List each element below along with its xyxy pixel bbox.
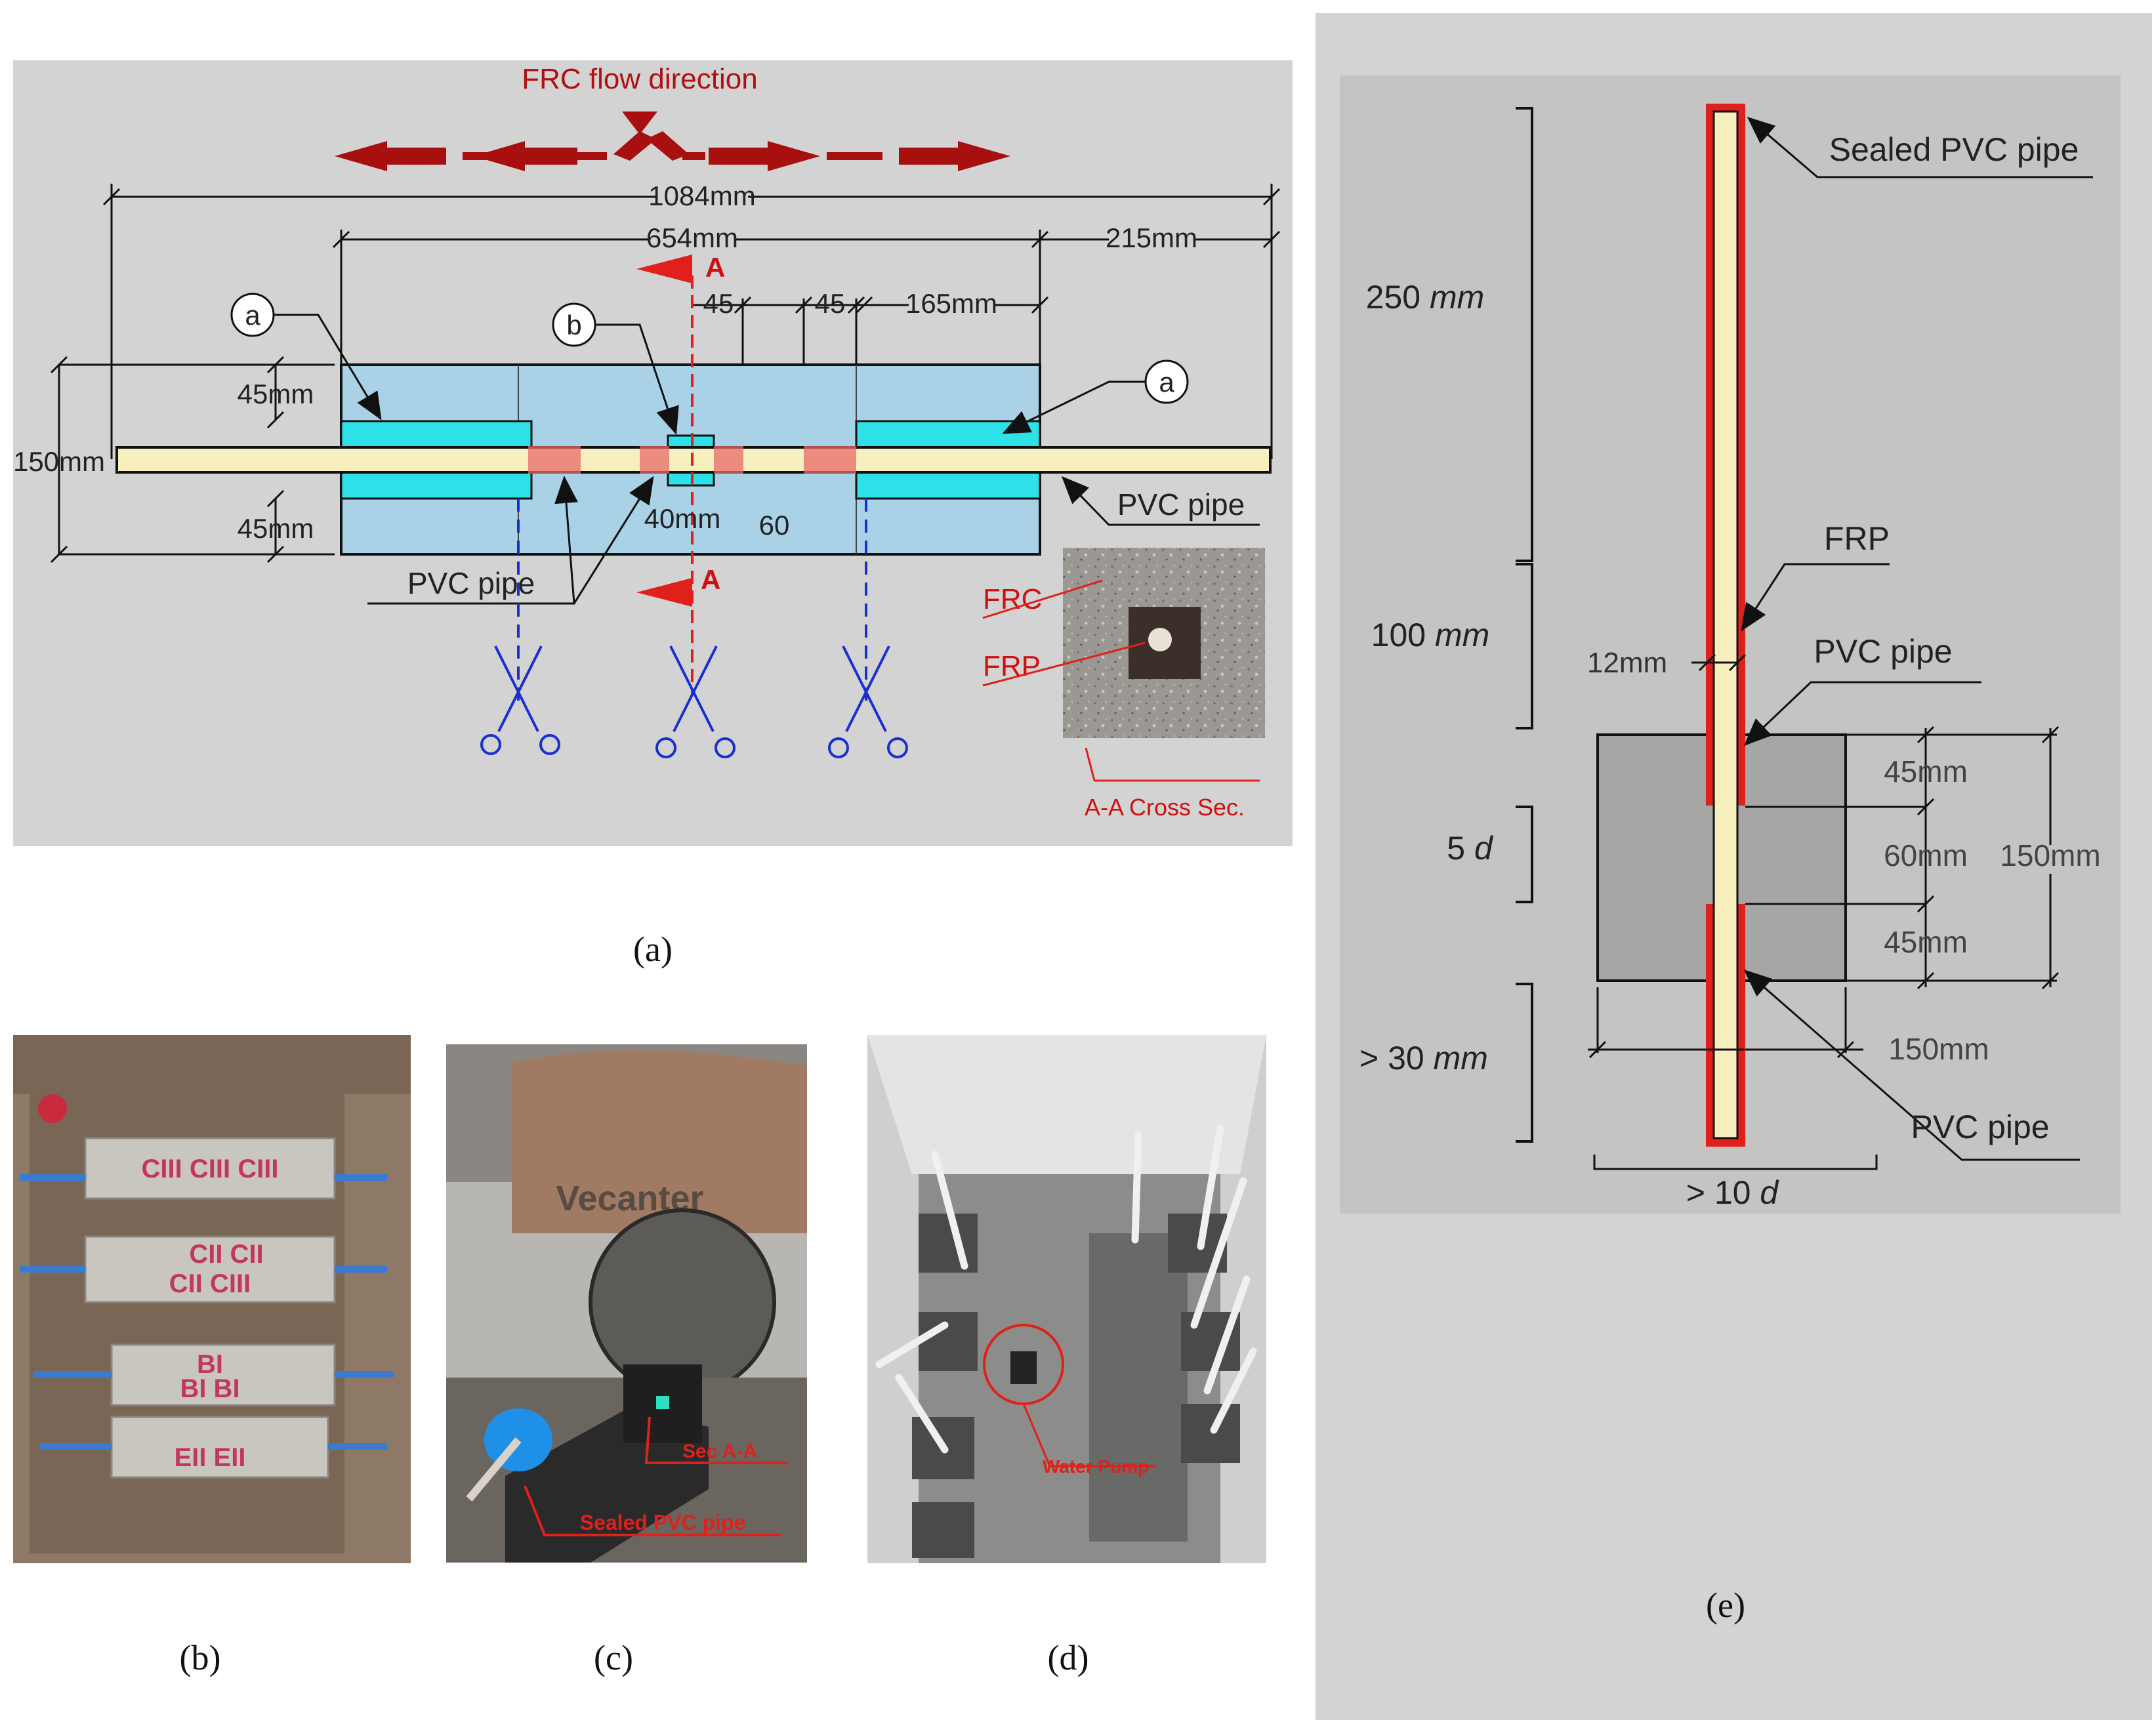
scissors-icon-right [828,645,908,758]
panel-b-photo: CIII CIII CIII CII CII CII CIII BI BI BI… [13,1035,411,1563]
inset-frc-label: FRC [983,583,1042,615]
dim-100: 100 mm [1371,617,1490,653]
panel-b-mark-1: CIII CIII CIII [142,1155,279,1183]
flow-direction-label: FRC flow direction [522,63,757,95]
panel-d-pump-label: Water Pump [1043,1456,1149,1477]
callout-a-right: a [1159,367,1174,398]
dim-45-left-top: 45mm [238,379,314,409]
callout-b: b [566,310,581,340]
panel-a: FRC flow direction [13,60,1293,846]
section-arrow-bottom [636,578,692,607]
caption-a: (a) [633,930,673,969]
section-mark-top: A [705,252,725,283]
pvc-bottom-label: PVC pipe [1911,1109,2049,1145]
dim-45-left-bottom: 45mm [238,513,314,544]
panel-e-brackets [1516,107,1878,1170]
pvc-top-label: PVC pipe [1814,633,1952,670]
dim-12: 12mm [1587,647,1667,679]
callout-a-left: a [245,300,260,331]
panel-d-photo: Water Pump [867,1035,1266,1563]
dim-45-bottom-e: 45mm [1884,925,1968,959]
sealed-pvc-label: Sealed PVC pipe [1829,131,2079,168]
dim-60: 60 [759,510,790,541]
dim-150-horizontal: 150mm [1888,1032,1989,1066]
panel-b-mark-3: CII CIII [169,1269,251,1298]
dim-45-right: 45 [815,288,846,319]
frp-label: FRP [1824,520,1890,557]
dim-5d: 5 d [1447,830,1494,867]
section-arrow-top [636,255,692,283]
caption-e: (e) [1706,1586,1745,1625]
inset-caption: A-A Cross Sec. [1085,794,1245,821]
frp-bar-e [1712,110,1739,1139]
panel-e-right-dims [1588,726,2060,1059]
panel-c-pipe-label: Sealed PVC pipe [580,1511,746,1534]
dim-150-vertical: 150mm [2000,838,2100,872]
pvc-pipe-seg-1 [528,446,581,474]
caption-c: (c) [594,1638,633,1677]
dim-654: 654mm [646,222,738,253]
dim-30: > 30 mm [1359,1040,1488,1076]
dim-60-e: 60mm [1884,838,1968,872]
dim-40: 40mm [644,503,721,534]
panel-b-mark-4: BI [197,1350,223,1379]
pvc-pipe-seg-2 [640,446,669,474]
dim-250: 250 mm [1366,279,1485,316]
caption-d: (d) [1048,1638,1089,1677]
dim-215: 215mm [1106,222,1197,253]
panel-e: 250 mm 100 mm 5 d > 30 mm > 10 d Sealed … [1316,13,2152,1720]
pvc-pipe-left-label: PVC pipe [407,566,535,600]
dim-1084: 1084mm [648,180,755,211]
caption-b: (b) [180,1638,221,1677]
panel-b-mark-6: EII EII [175,1443,246,1472]
dim-45-center: 45 [703,288,734,319]
pvc-pipe-seg-3 [714,446,743,474]
dim-45-top-e: 45mm [1884,754,1968,788]
pvc-pipe-seg-4 [804,446,856,474]
dim-10d: > 10 d [1686,1174,1780,1211]
scissors-icon-left [480,645,560,755]
panel-b-mark-2: CII CII [189,1240,263,1269]
scissors-icon-center [655,645,736,758]
inset-frp-label: FRP [983,650,1041,682]
pvc-pipe-right-label: PVC pipe [1117,487,1245,522]
panel-c-sec-label: Sec A-A [682,1441,757,1462]
panel-c-photo: Vecanter Sec A-A Sealed PVC pipe [446,1044,807,1563]
flow-direction-arrows [335,112,1010,171]
section-mark-bottom: A [701,564,720,595]
dim-165: 165mm [905,288,997,319]
dim-150: 150mm [13,446,105,477]
cut-lines [517,499,867,702]
panel-b-mark-5: BI BI [180,1374,239,1403]
